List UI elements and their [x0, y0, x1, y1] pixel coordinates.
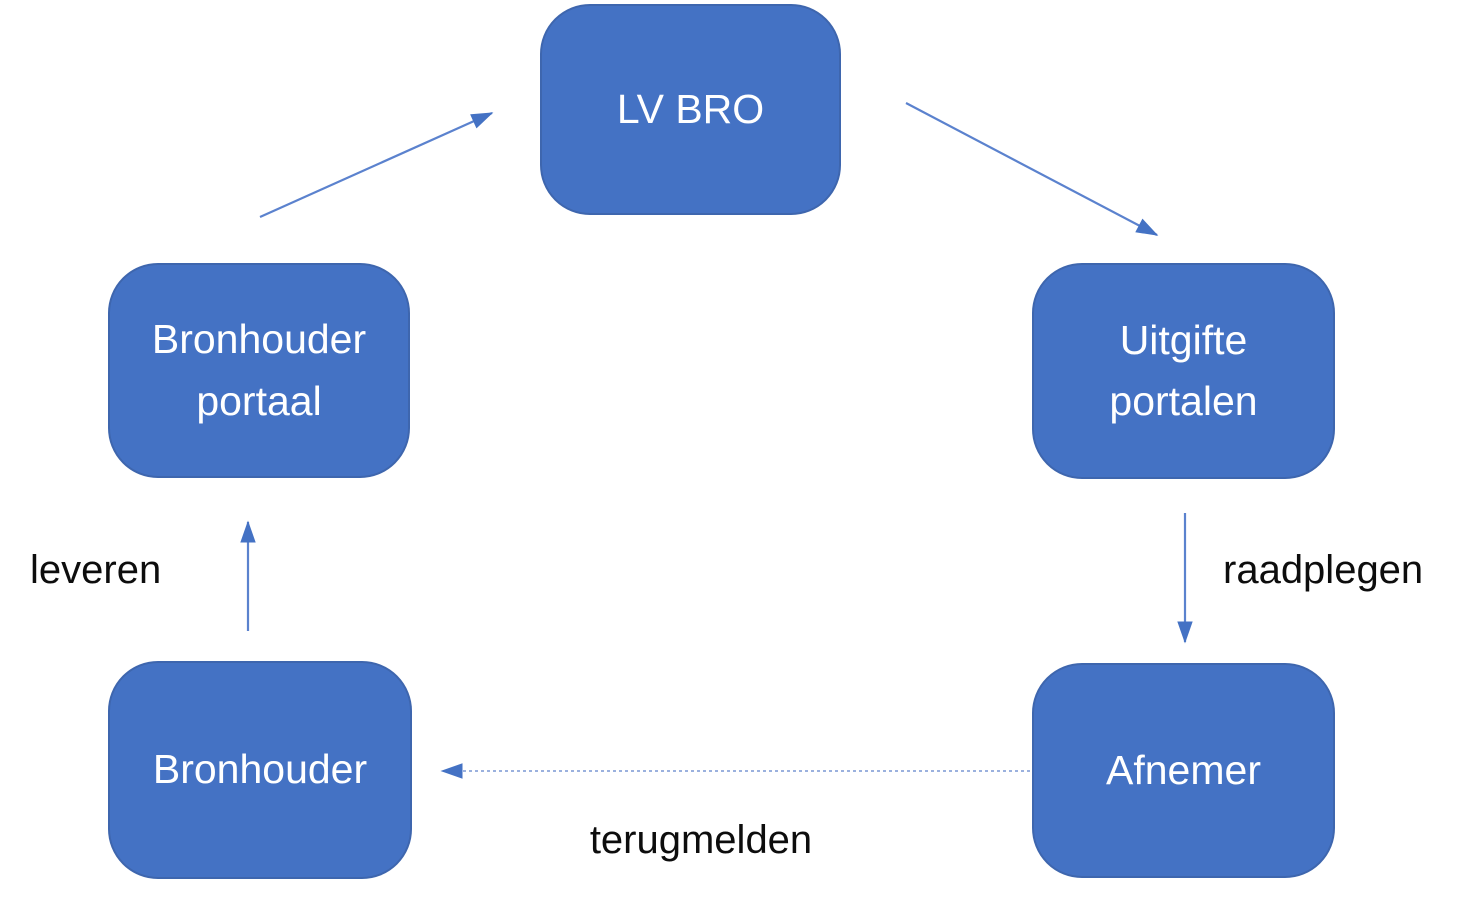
- edge-lvbro-to-uitgifteportalen: [905, 102, 1159, 236]
- edge-bronhouderportaal-to-lvbro: [259, 111, 494, 219]
- node-afnemer-label: Afnemer: [1106, 746, 1261, 793]
- node-bronhouder-portaal: Bronhouder portaal: [108, 263, 410, 478]
- node-bronhouder-portaal-label: Bronhouder portaal: [151, 316, 367, 424]
- edge-label-terugmelden: terugmelden: [589, 818, 813, 862]
- node-uitgifte-portalen: Uitgifte portalen: [1032, 263, 1335, 479]
- edge-label-leveren: leveren: [30, 548, 162, 592]
- node-afnemer: Afnemer: [1032, 663, 1335, 878]
- node-uitgifte-portalen-label: Uitgifte portalen: [1109, 316, 1258, 425]
- node-bronhouder-label: Bronhouder: [152, 746, 368, 793]
- node-lv-bro-label: LV BRO: [616, 85, 765, 132]
- edge-label-raadplegen: raadplegen: [1223, 548, 1424, 592]
- node-lv-bro: LV BRO: [540, 4, 841, 215]
- node-bronhouder: Bronhouder: [108, 661, 412, 879]
